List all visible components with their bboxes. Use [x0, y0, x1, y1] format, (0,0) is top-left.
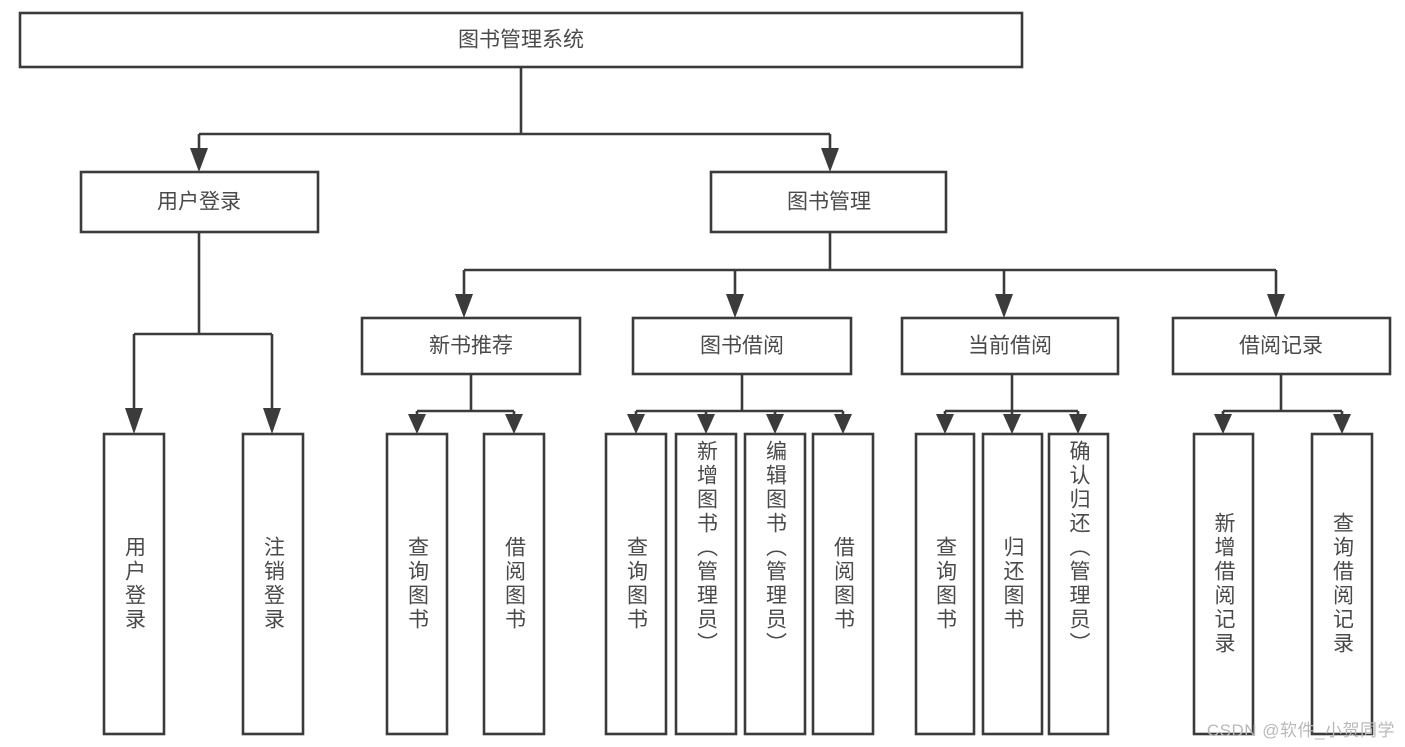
node-leaf-confirm-return-box[interactable]: [1047, 432, 1110, 736]
arrow-head-current-borrow: [995, 294, 1013, 318]
node-leaf-borrow-book-recommend-box[interactable]: [482, 432, 546, 736]
node-user-login[interactable]: 用户登录: [79, 170, 320, 234]
node-root-label: 图书管理系统: [458, 29, 584, 52]
arrow-head-leaf-borrow-book-recommend: [505, 414, 523, 434]
connector-group-new-book-recommend: [408, 374, 523, 434]
node-leaf-add-borrow-record-box[interactable]: [1192, 432, 1255, 736]
arrow-head-leaf-add-borrow-record: [1214, 414, 1232, 434]
arrow-head-user-login: [190, 148, 208, 172]
node-book-borrow[interactable]: 图书借阅: [631, 316, 853, 376]
node-root-box[interactable]: [18, 11, 1024, 69]
arrow-head-book-borrow: [726, 294, 744, 318]
node-new-book-recommend-box[interactable]: [360, 316, 582, 376]
node-user-login-label: 用户登录: [157, 191, 241, 214]
node-book-management[interactable]: 图书管理: [709, 170, 948, 234]
node-leaf-logout-box[interactable]: [241, 432, 305, 736]
arrow-head-leaf-query-book-borrow: [627, 414, 645, 434]
node-borrow-record[interactable]: 借阅记录: [1171, 316, 1392, 376]
node-leaf-query-book-borrow-box[interactable]: [604, 432, 668, 736]
connector-group-borrow-record: [1214, 374, 1351, 434]
node-book-borrow-box[interactable]: [631, 316, 853, 376]
arrow-head-leaf-confirm-return: [1069, 414, 1087, 434]
node-book-management-box[interactable]: [709, 170, 948, 234]
arrow-head-leaf-borrow-book: [834, 414, 852, 434]
arrow-head-leaf-query-book-recommend: [408, 414, 426, 434]
node-current-borrow[interactable]: 当前借阅: [900, 316, 1120, 376]
node-borrow-record-box[interactable]: [1171, 316, 1392, 376]
arrow-head-book-management: [821, 148, 839, 172]
connector-group-user-login: [125, 232, 281, 434]
node-borrow-record-label: 借阅记录: [1239, 335, 1323, 358]
node-leaf-add-book-box[interactable]: [674, 432, 738, 736]
node-new-book-recommend-label: 新书推荐: [429, 335, 513, 358]
arrow-head-leaf-return-book: [1003, 414, 1021, 434]
node-leaf-user-login-box[interactable]: [102, 432, 166, 736]
connector-group-book-borrow: [627, 374, 852, 434]
node-leaf-query-book-current-box[interactable]: [914, 432, 976, 736]
connector-group-book-management: [455, 232, 1285, 318]
node-leaf-borrow-book-box[interactable]: [811, 432, 875, 736]
arrow-head-leaf-user-login: [125, 408, 143, 434]
arrow-head-leaf-add-book: [697, 414, 715, 434]
node-new-book-recommend[interactable]: 新书推荐: [360, 316, 582, 376]
arrow-head-leaf-logout: [263, 408, 281, 434]
node-book-borrow-label: 图书借阅: [700, 335, 784, 358]
node-book-management-label: 图书管理: [787, 191, 871, 214]
arrow-head-leaf-edit-book: [766, 414, 784, 434]
node-leaf-query-borrow-record-box[interactable]: [1310, 432, 1374, 736]
connector-group-root: [190, 67, 839, 172]
arrow-head-leaf-query-book-current: [936, 414, 954, 434]
node-leaf-edit-book-box[interactable]: [743, 432, 807, 736]
node-current-borrow-label: 当前借阅: [968, 335, 1052, 358]
arrow-head-new-book-recommend: [455, 294, 473, 318]
node-root[interactable]: 图书管理系统: [18, 11, 1024, 69]
csdn-watermark: CSDN @软件_小贺同学: [1206, 721, 1395, 740]
connector-group-current-borrow: [936, 374, 1087, 434]
arrow-head-borrow-record: [1267, 294, 1285, 318]
node-user-login-box[interactable]: [79, 170, 320, 234]
arrow-head-leaf-query-borrow-record: [1333, 414, 1351, 434]
node-current-borrow-box[interactable]: [900, 316, 1120, 376]
node-leaf-query-book-recommend-box[interactable]: [385, 432, 449, 736]
node-leaf-return-book-box[interactable]: [981, 432, 1044, 736]
